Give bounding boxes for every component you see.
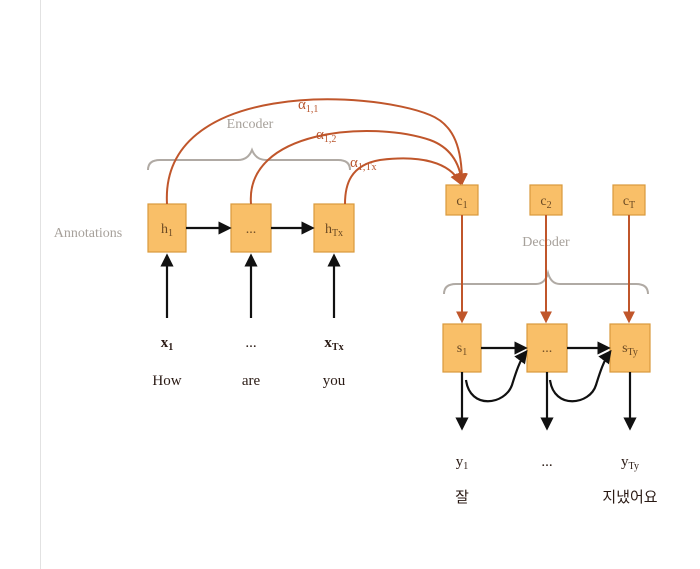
svg-text:h1: h1	[161, 222, 173, 239]
decoder-node-ellipsis: ...	[526, 323, 568, 373]
output-word-jal: 잘	[455, 488, 469, 506]
svg-text:sTy: sTy	[622, 341, 638, 358]
input-word-you: you	[323, 373, 346, 389]
input-token-xTx: xTx	[324, 335, 343, 353]
svg-text:s1: s1	[457, 341, 467, 358]
encoder-node-h1-base: h	[161, 222, 168, 237]
encoder-brace	[147, 147, 351, 171]
input-token-x1: x1	[161, 335, 174, 353]
output-token-ellipsis: ...	[541, 454, 552, 470]
encoder-node-hTx-base: h	[325, 222, 332, 237]
svg-text:...: ...	[542, 341, 553, 356]
input-word-how: How	[152, 373, 181, 389]
svg-text:c2: c2	[540, 194, 551, 211]
attention-arc-2	[249, 130, 467, 205]
output-token-yTy: yTy	[621, 454, 639, 472]
decoder-node-sTy: sTy	[609, 323, 651, 373]
encoder-label: Encoder	[227, 117, 274, 132]
encoder-node-ellipsis: ...	[230, 203, 272, 253]
encoder-node-ellipsis-label: ...	[246, 222, 257, 237]
input-word-are: are	[242, 373, 261, 389]
decoder-brace	[443, 269, 649, 295]
encoder-node-h1: h1	[147, 203, 187, 253]
decoder-node-s1: s1	[442, 323, 482, 373]
encoder-node-h1-sub: 1	[168, 228, 173, 239]
attention-arc-1	[165, 98, 468, 205]
page-left-rule	[40, 0, 41, 569]
svg-text:hTx: hTx	[325, 222, 343, 239]
output-word-jinaesseoyo: 지냈어요	[602, 488, 657, 506]
input-token-ellipsis: ...	[245, 335, 256, 351]
context-node-c2: c2	[529, 184, 563, 216]
context-node-cT: cT	[612, 184, 646, 216]
svg-text:cT: cT	[623, 194, 635, 211]
encoder-node-hTx-sub: Tx	[332, 228, 343, 239]
alpha-label-1-1: α1,1	[298, 97, 318, 115]
encoder-node-hTx: hTx	[313, 203, 355, 253]
annotations-label: Annotations	[54, 226, 122, 241]
attention-arc-3	[344, 157, 462, 205]
alpha-label-1-2: α1,2	[316, 127, 336, 145]
decoder-feedback-arrow-1	[464, 349, 528, 403]
svg-text:c1: c1	[456, 194, 467, 211]
alpha-label-1-Tx: α1,Tx	[350, 155, 376, 173]
decoder-feedback-arrow-2	[548, 349, 612, 403]
context-node-c1: c1	[445, 184, 479, 216]
output-token-y1: y1	[456, 454, 469, 472]
